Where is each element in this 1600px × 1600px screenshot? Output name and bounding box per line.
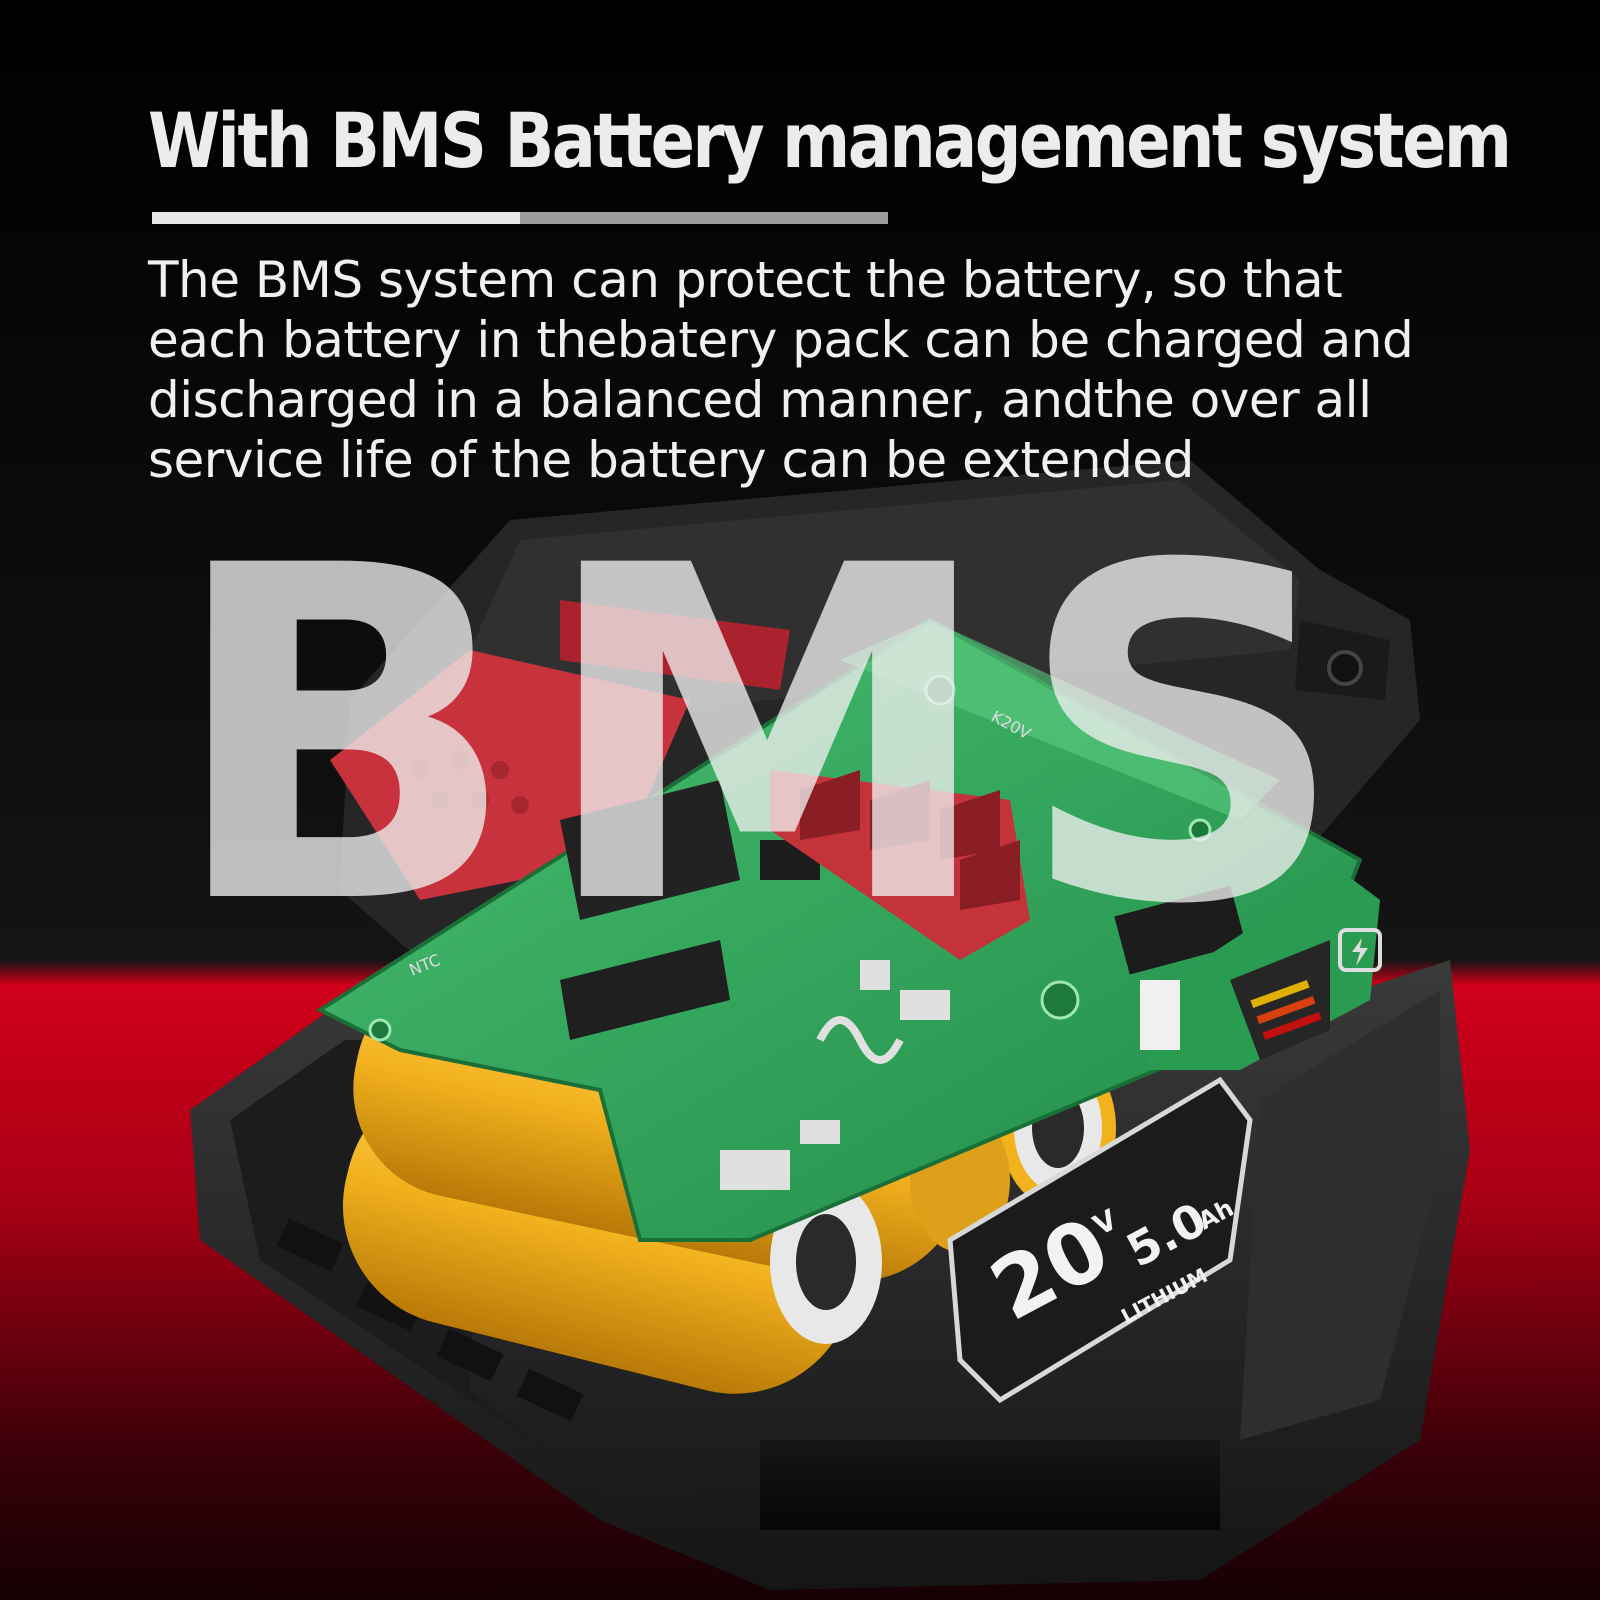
headline: With BMS Battery management system (148, 96, 1512, 185)
description-line: each battery in thebatery pack can be ch… (148, 311, 1414, 369)
description-line: service life of the battery can be exten… (148, 431, 1194, 489)
headline-underline-light (152, 212, 520, 224)
headline-underline-dark (520, 212, 888, 224)
description-paragraph: The BMS system can protect the battery, … (148, 250, 1568, 490)
description-line: The BMS system can protect the battery, … (148, 251, 1343, 309)
fuel-gauge (1230, 940, 1330, 1060)
terminal-block (770, 770, 1030, 960)
description-line: discharged in a balanced manner, andthe … (148, 371, 1372, 429)
lightning-button-icon (1338, 928, 1382, 972)
bms-circuit-board: NTC K20V (315, 617, 1363, 1242)
